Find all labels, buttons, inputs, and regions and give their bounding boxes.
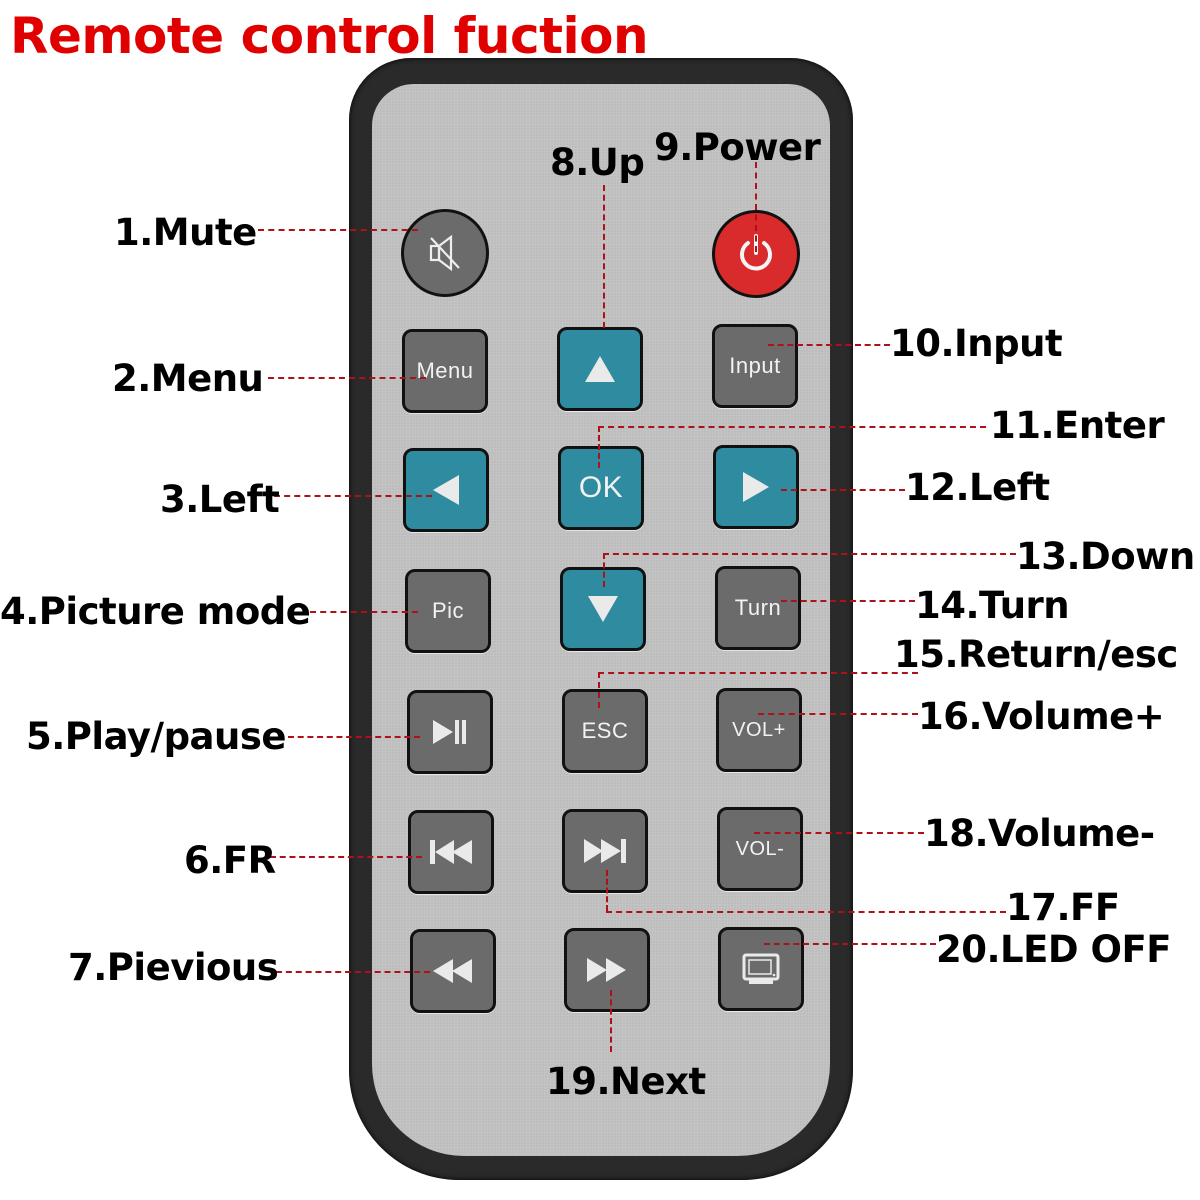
callout-enter: 11.Enter — [990, 404, 1165, 447]
callout-volume-up: 16.Volume+ — [918, 695, 1165, 738]
leader-line-down — [603, 553, 1016, 555]
right-button[interactable] — [713, 445, 799, 529]
leader-line-led-off — [764, 943, 936, 945]
down-button[interactable] — [560, 567, 646, 651]
turn-button[interactable]: Turn — [715, 566, 801, 650]
leader-line-picture-mode — [310, 611, 418, 613]
leader-line-fr — [270, 856, 422, 858]
monitor-icon — [741, 952, 781, 986]
up-button[interactable] — [557, 327, 643, 411]
ok-button[interactable]: OK — [558, 446, 644, 530]
right-triangle-icon — [741, 470, 771, 504]
down-triangle-icon — [586, 594, 620, 624]
callout-next: 19.Next — [546, 1060, 706, 1103]
ff-button[interactable] — [562, 809, 648, 893]
menu-button[interactable]: Menu — [402, 329, 488, 413]
leader-line-turn — [781, 600, 915, 602]
leader-line-return-drop — [598, 672, 600, 708]
leader-line-right — [781, 489, 905, 491]
callout-mute: 1.Mute — [114, 211, 257, 254]
play-pause-button[interactable] — [407, 690, 493, 774]
leader-line-ff — [606, 911, 1006, 913]
leader-line-up — [603, 185, 605, 328]
callout-right: 12.Left — [905, 466, 1050, 509]
skip-forward-icon — [582, 837, 628, 865]
leader-line-down-drop — [603, 553, 605, 587]
leader-line-return — [598, 672, 918, 674]
leader-line-volume-up — [758, 713, 918, 715]
leader-line-play-pause — [288, 736, 420, 738]
leader-line-enter-drop — [598, 426, 600, 468]
fast-forward-icon — [585, 956, 629, 984]
led-off-button[interactable] — [718, 927, 804, 1011]
vol-up-button[interactable]: VOL+ — [716, 688, 802, 772]
input-button[interactable]: Input — [712, 324, 798, 408]
rewind-icon — [431, 957, 475, 985]
left-button[interactable] — [403, 448, 489, 532]
callout-up: 8.Up — [550, 141, 645, 184]
fr-button[interactable] — [408, 810, 494, 894]
callout-ff: 17.FF — [1006, 886, 1120, 929]
callout-power: 9.Power — [654, 126, 821, 169]
leader-line-next — [610, 990, 612, 1052]
callout-turn: 14.Turn — [915, 584, 1070, 627]
leader-line-menu — [268, 377, 426, 379]
leader-line-input — [768, 344, 890, 346]
page-title: Remote control fuction — [10, 7, 649, 65]
leader-line-previous — [276, 971, 430, 973]
callout-return-esc: 15.Return/esc — [894, 633, 1178, 676]
leader-line-power — [755, 162, 757, 252]
up-triangle-icon — [583, 354, 617, 384]
callout-previous: 7.Pievious — [68, 946, 279, 989]
leader-line-left — [274, 495, 432, 497]
skip-back-icon — [428, 838, 474, 866]
leader-line-volume-down — [754, 832, 924, 834]
leader-line-enter — [598, 426, 986, 428]
vol-down-button[interactable]: VOL- — [717, 807, 803, 891]
leader-line-ff-drop — [606, 870, 608, 911]
callout-input: 10.Input — [890, 322, 1063, 365]
callout-play-pause: 5.Play/pause — [26, 715, 286, 758]
leader-line-mute — [258, 229, 418, 231]
play-pause-icon — [431, 718, 469, 746]
callout-down: 13.Down — [1016, 535, 1195, 578]
callout-left: 3.Left — [160, 478, 280, 521]
callout-fr: 6.FR — [184, 839, 276, 882]
left-triangle-icon — [431, 473, 461, 507]
callout-menu: 2.Menu — [112, 357, 264, 400]
esc-button[interactable]: ESC — [562, 689, 648, 773]
mute-speaker-icon — [425, 233, 465, 273]
callout-led-off: 20.LED OFF — [936, 928, 1172, 971]
mute-button[interactable] — [401, 209, 489, 297]
callout-picture-mode: 4.Picture mode — [0, 590, 311, 633]
next-button[interactable] — [564, 928, 650, 1012]
callout-volume-down: 18.Volume- — [924, 812, 1155, 855]
